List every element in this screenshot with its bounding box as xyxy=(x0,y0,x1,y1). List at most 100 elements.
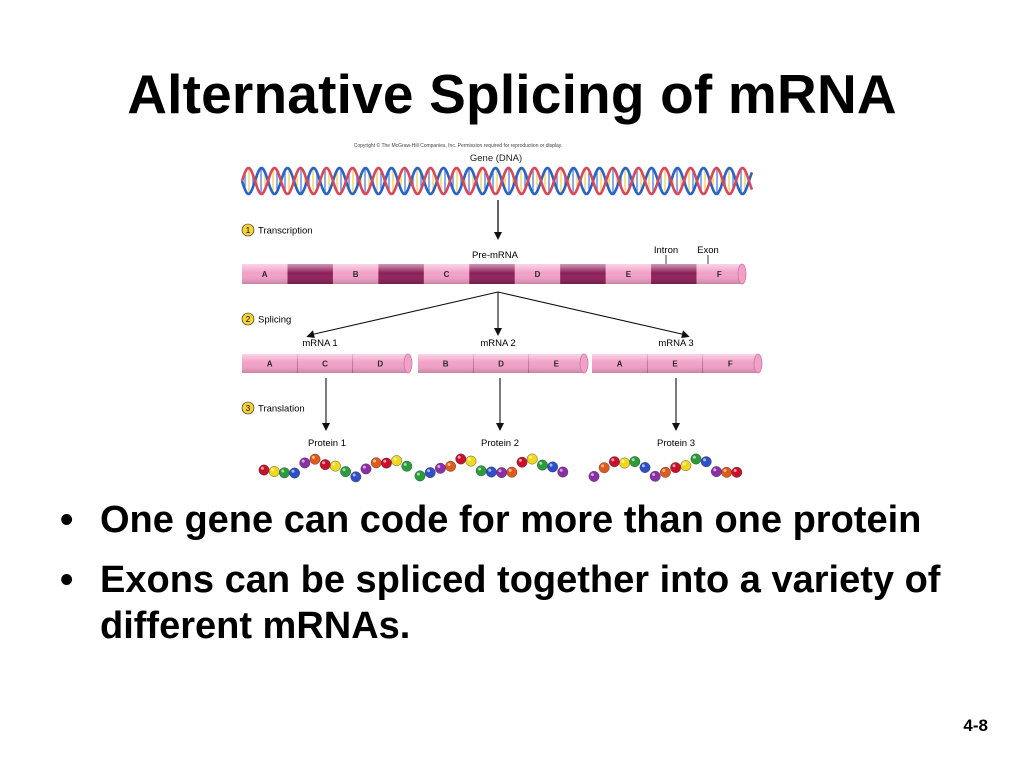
slide-title: Alternative Splicing of mRNA xyxy=(127,63,897,125)
amino-acid-bead xyxy=(670,462,681,473)
bead-highlight xyxy=(539,461,543,465)
bead-highlight xyxy=(611,458,615,462)
bead-highlight xyxy=(322,461,326,465)
step-splicing: 2 Splicing xyxy=(241,312,291,326)
amino-acid-bead xyxy=(299,457,311,469)
amino-acid-bead xyxy=(289,467,300,479)
amino-acid-bead xyxy=(731,466,743,478)
bead-highlight xyxy=(682,462,686,466)
tube-shading xyxy=(592,354,758,373)
tube-end-cap xyxy=(403,353,413,374)
amino-acid-bead xyxy=(721,466,732,478)
pre-mrna-strand: ABCDEF xyxy=(242,263,747,285)
amino-acid-bead xyxy=(391,455,403,467)
amino-acid-bead xyxy=(455,453,467,465)
step-transcription: 1 Transcription xyxy=(241,223,313,237)
bead-highlight xyxy=(427,469,431,473)
bead-highlight xyxy=(467,457,471,461)
bullet-list: • One gene can code for more than one pr… xyxy=(58,497,978,663)
step-label: Splicing xyxy=(258,315,291,326)
mrna-3-label: mRNA 3 xyxy=(658,338,693,349)
dna-strand xyxy=(240,166,754,196)
protein-chain xyxy=(414,453,569,482)
bullet-text: One gene can code for more than one prot… xyxy=(100,499,922,541)
step-translation: 3 Translation xyxy=(241,401,305,415)
bead-highlight xyxy=(723,469,727,472)
amino-acid-bead xyxy=(639,462,651,473)
translation-arrows xyxy=(322,378,680,431)
copyright-text: Copyright © The McGraw-Hill Companies, I… xyxy=(354,142,563,149)
bead-highlight xyxy=(713,468,717,472)
intron-label: Intron xyxy=(654,245,678,256)
amino-acid-bead xyxy=(496,467,507,478)
bead-highlight xyxy=(260,466,264,470)
bead-highlight xyxy=(373,459,377,463)
bead-highlight xyxy=(518,458,522,462)
mrna-strand: BDE xyxy=(418,353,589,374)
bead-highlight xyxy=(403,462,407,466)
gene-label: Gene (DNA) xyxy=(470,153,522,164)
step-number: 3 xyxy=(246,404,251,413)
amino-acid-bead xyxy=(424,467,436,478)
amino-acid-bead xyxy=(350,471,362,483)
splicing-figure: Copyright © The McGraw-Hill Companies, I… xyxy=(230,140,770,495)
exon-label: Exon xyxy=(697,245,719,256)
amino-acid-bead xyxy=(319,459,331,470)
transcription-arrow xyxy=(494,200,502,240)
tube-shading xyxy=(242,264,742,284)
bead-highlight xyxy=(416,472,420,476)
amino-acid-bead xyxy=(619,457,630,469)
step-badge xyxy=(241,312,255,326)
bead-highlight xyxy=(457,455,461,459)
amino-acid-bead xyxy=(598,462,610,474)
bullet-item: • One gene can code for more than one pr… xyxy=(58,497,978,543)
bead-highlight xyxy=(508,468,512,472)
mrna-2-label: mRNA 2 xyxy=(480,338,515,349)
amino-acid-bead xyxy=(526,453,538,465)
bead-highlight xyxy=(362,465,366,469)
amino-acid-bead xyxy=(309,453,321,465)
bullet-dot: • xyxy=(60,559,74,601)
protein-3-label: Protein 3 xyxy=(657,438,695,449)
pre-mrna-label: Pre-mRNA xyxy=(472,250,519,261)
amino-acid-bead xyxy=(629,456,641,467)
amino-acid-bead xyxy=(516,456,528,468)
amino-acid-bead xyxy=(680,460,692,471)
bead-highlight xyxy=(641,464,645,468)
amino-acid-bead xyxy=(401,460,413,472)
amino-acid-bead xyxy=(659,466,671,478)
mature-mrnas: ACDBDEAEF xyxy=(242,353,763,374)
amino-acid-bead xyxy=(506,466,518,478)
bead-highlight xyxy=(652,473,656,476)
step-number: 1 xyxy=(246,226,251,235)
amino-acid-bead xyxy=(557,466,569,478)
step-badge xyxy=(241,223,255,237)
bead-highlight xyxy=(703,458,707,462)
protein-2-label: Protein 2 xyxy=(481,438,519,449)
splicing-diagram: Copyright © The McGraw-Hill Companies, I… xyxy=(240,142,763,483)
bead-highlight xyxy=(621,459,625,463)
protein-chain xyxy=(588,453,743,482)
bead-highlight xyxy=(672,464,676,468)
tube-end-cap xyxy=(579,353,589,374)
bullet-text: Exons can be spliced together into a var… xyxy=(100,559,941,647)
bead-highlight xyxy=(478,467,482,471)
bead-highlight xyxy=(549,463,553,467)
bead-highlight xyxy=(271,468,275,472)
mrna-strand: AEF xyxy=(592,353,763,374)
bead-highlight xyxy=(281,469,285,473)
bead-highlight xyxy=(352,473,356,477)
tube-end-cap xyxy=(737,263,747,285)
bead-highlight xyxy=(447,463,451,466)
amino-acid-bead xyxy=(434,462,446,474)
bullet-item: • Exons can be spliced together into a v… xyxy=(58,557,978,649)
amino-acid-bead xyxy=(700,456,712,468)
bead-highlight xyxy=(383,459,387,463)
step-badge xyxy=(241,401,255,415)
bead-highlight xyxy=(498,469,502,473)
amino-acid-bead xyxy=(475,465,487,477)
amino-acid-bead xyxy=(370,457,382,469)
bead-highlight xyxy=(631,458,635,462)
amino-acid-bead xyxy=(608,456,620,468)
